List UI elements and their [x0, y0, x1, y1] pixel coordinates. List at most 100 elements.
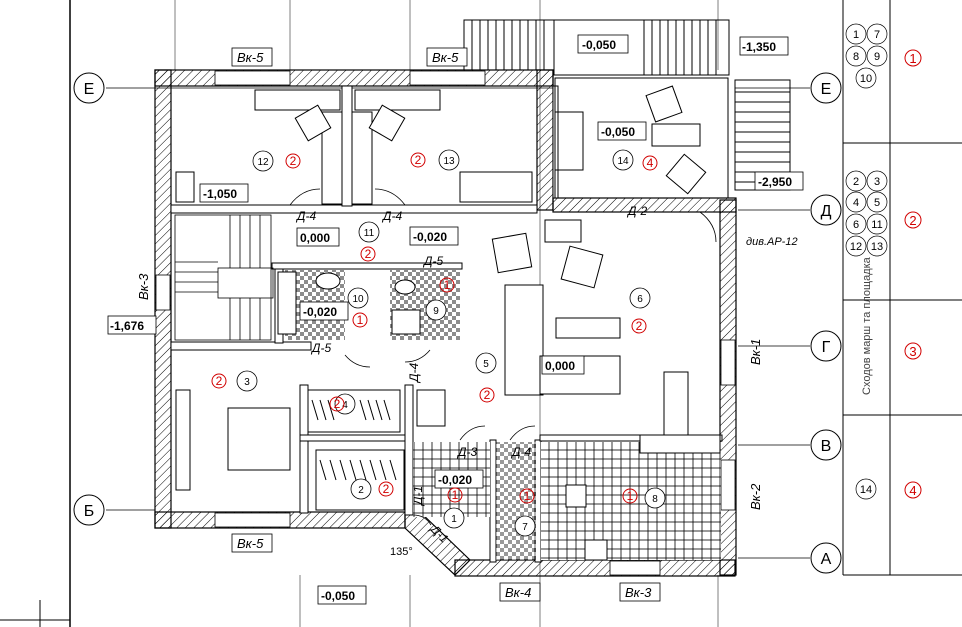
finish-code: 1 [444, 278, 451, 292]
door-label: Д-5 [422, 254, 443, 268]
finish-codes [211, 152, 658, 504]
room-number: 2 [358, 485, 364, 496]
finish-code: 2 [636, 319, 643, 333]
door-label: Д-4 [510, 445, 531, 459]
interior-stair [174, 214, 274, 341]
wardrobes [307, 389, 405, 511]
wall-labels: Вк-5 Вк-5 Вк-5 Вк-4 Вк-3 Вк-3 Вк-1 Вк-2 [136, 47, 763, 602]
axis-d: Д [821, 203, 832, 220]
room-number: 11 [364, 228, 375, 239]
wall-label-left: Вк-3 [136, 273, 151, 300]
axis-a: А [821, 551, 832, 568]
legend-code: 3 [909, 344, 916, 359]
level-mark: -1,350 [742, 40, 776, 54]
finish-code: 1 [627, 489, 634, 503]
level-box [299, 301, 349, 321]
wall-label-bottom-mid: Вк-4 [505, 585, 531, 600]
room-number: 9 [433, 306, 439, 317]
door-label: Д-4 [295, 209, 316, 223]
wall-label-bottom-right: Вк-3 [625, 585, 652, 600]
room-number: 7 [522, 522, 528, 533]
level-box [107, 315, 157, 335]
door-label: Д-3 [456, 445, 477, 459]
legend-room: 3 [874, 176, 880, 188]
level-box [409, 226, 459, 246]
level-box [739, 36, 789, 56]
level-mark: -1,676 [110, 319, 144, 333]
level-mark: 0,000 [545, 359, 575, 373]
legend: 1 7 8 9 10 2 3 4 5 6 11 12 13 14 Сходов … [845, 23, 922, 500]
finish-code: 2 [484, 388, 491, 402]
axis-g: Г [822, 339, 831, 356]
axis-b: Б [84, 503, 95, 520]
wall-label-right-top: Вк-1 [748, 339, 763, 365]
finish-code: 2 [383, 482, 390, 496]
level-mark: -1,050 [203, 187, 237, 201]
door-label: Д-5 [310, 341, 331, 355]
legend-room: 10 [860, 73, 872, 85]
legend-room: 1 [853, 29, 859, 41]
room-number: 13 [443, 156, 455, 167]
legend-room: 14 [860, 484, 872, 496]
room-number: 5 [483, 359, 489, 370]
legend-room: 11 [871, 219, 882, 231]
finish-code: 2 [290, 154, 297, 168]
finish-code: 2 [334, 397, 341, 411]
level-box [296, 227, 340, 247]
finish-code: 4 [647, 156, 654, 170]
finish-code: 1 [452, 488, 459, 502]
wall-label-right-bottom: Вк-2 [748, 483, 763, 510]
finish-code: 1 [524, 489, 531, 503]
axis-e-right: Е [821, 81, 832, 98]
level-box [577, 34, 629, 54]
finish-code: 2 [415, 153, 422, 167]
legend-room: 12 [850, 241, 862, 253]
level-box [754, 171, 804, 191]
door-label: Д-1 [411, 486, 425, 507]
level-box [199, 183, 249, 203]
wall-label-top-right: Вк-5 [432, 50, 459, 65]
level-box [541, 355, 585, 375]
legend-code: 4 [909, 483, 916, 498]
legend-room: 6 [853, 219, 859, 231]
level-mark: 0,000 [300, 231, 330, 245]
level-box [597, 121, 647, 141]
finish-code: 1 [357, 313, 364, 327]
grid-axes [106, 87, 810, 559]
level-mark: -0,020 [413, 230, 447, 244]
axis-bubbles [73, 72, 842, 574]
legend-room: 2 [853, 176, 859, 188]
level-mark: -0,050 [582, 38, 616, 52]
furniture [175, 85, 721, 561]
level-marks: -0,050 -1,350 -0,050 -2,950 -1,050 0,000… [107, 34, 804, 605]
angle-label: 135° [390, 546, 413, 558]
legend-room: 5 [874, 197, 880, 209]
axis-e-left: Е [84, 81, 95, 98]
door-label: Д-4 [381, 209, 402, 223]
wall-openings [155, 70, 736, 576]
legend-room: 8 [853, 51, 859, 63]
level-mark: -0,020 [303, 305, 337, 319]
legend-room: 4 [853, 197, 859, 209]
finish-code: 2 [216, 374, 223, 388]
level-mark: -2,950 [758, 175, 792, 189]
room-number: 3 [244, 377, 250, 388]
room-number: 10 [352, 294, 364, 305]
legend-stair-text: Сходов марш та площадка [861, 256, 873, 395]
legend-room: 13 [871, 241, 883, 253]
room-number: 8 [652, 494, 658, 505]
room-numbers [236, 149, 666, 537]
legend-code: 2 [909, 213, 916, 228]
level-mark: -0,020 [438, 473, 472, 487]
legend-code: 1 [909, 51, 916, 66]
level-mark: -0,050 [601, 125, 635, 139]
wall-label-bottom-left: Вк-5 [237, 536, 264, 551]
level-box [317, 585, 367, 605]
door-label: Д-4 [407, 363, 421, 384]
room-number: 6 [637, 294, 643, 305]
legend-room: 7 [874, 29, 880, 41]
room-number: 14 [617, 156, 629, 167]
door-swings [289, 188, 717, 526]
level-mark: -0,050 [321, 589, 355, 603]
